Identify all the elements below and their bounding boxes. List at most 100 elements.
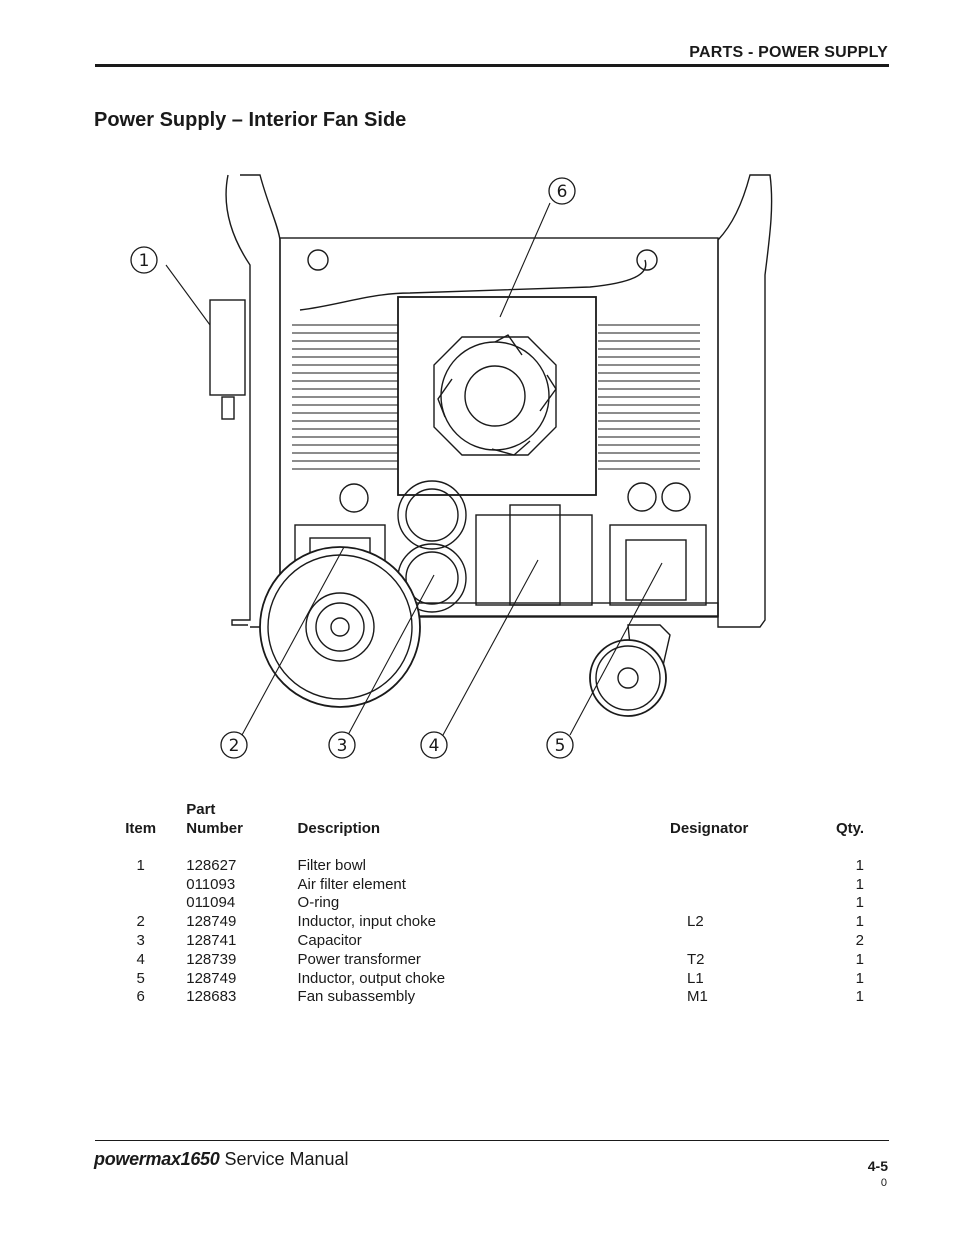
row-part-number: 128739 (186, 950, 237, 968)
power-transformer (475, 514, 593, 606)
output-choke (609, 524, 707, 606)
row-part-number: 128749 (186, 969, 237, 987)
callout-1-label: 1 (139, 251, 150, 271)
manual-name: Service Manual (224, 1149, 349, 1169)
row-item: 5 (136, 969, 145, 987)
row-part-number: 128749 (186, 913, 237, 931)
callout-3 (328, 731, 356, 759)
callout-2-label: 2 (229, 736, 240, 756)
row-description: Filter bowl (297, 856, 366, 874)
row-part-number: 011093 (186, 875, 236, 893)
row-description: Inductor, input choke (297, 913, 436, 931)
row-item: 4 (136, 950, 145, 968)
row-description: Power transformer (297, 950, 421, 968)
leader-1 (165, 264, 211, 326)
table-row: 011093 Air filter element 1 (95, 876, 889, 895)
callout-6-label: 6 (557, 182, 568, 202)
row-description: Inductor, output choke (297, 969, 446, 987)
filter-bowl (209, 299, 246, 396)
vent-3 (339, 483, 369, 513)
row-designator: L1 (687, 969, 704, 987)
callout-3-label: 3 (337, 736, 348, 756)
row-item (95, 894, 186, 913)
row-qty: 1 (855, 856, 864, 874)
callout-4-label: 4 (429, 736, 440, 756)
row-description: Fan subassembly (297, 988, 416, 1006)
row-qty: 1 (855, 950, 864, 968)
table-row: 1 128627 Filter bowl 1 (95, 857, 889, 876)
table-row: 5 128749 Inductor, output choke L1 1 (95, 970, 889, 989)
revision-number: 0 (880, 1177, 887, 1189)
vent-4 (627, 482, 657, 512)
vent-2 (636, 249, 658, 271)
leader-3 (347, 574, 435, 736)
page-header-title: PARTS - POWER SUPPLY (689, 44, 888, 61)
row-qty: 1 (855, 913, 864, 931)
row-item (95, 876, 186, 895)
leader-4 (442, 559, 539, 736)
leader-5 (569, 562, 663, 736)
leader-2 (241, 546, 345, 736)
fan-housing (397, 296, 597, 496)
page-number: 4-5 (867, 1158, 888, 1174)
row-description: Capacitor (297, 931, 362, 949)
table-row: 4 128739 Power transformer T2 1 (95, 951, 889, 970)
row-part-number: 128627 (186, 856, 237, 874)
row-qty: 2 (855, 931, 864, 949)
row-part-number: 011094 (186, 894, 236, 912)
row-qty: 1 (855, 969, 864, 987)
row-item: 2 (136, 913, 145, 931)
left-handle (225, 174, 251, 626)
product-brand: powermax1650 (94, 1149, 220, 1169)
footer-manual-title: powermax1650 Service Manual (94, 1149, 349, 1170)
leader-6 (499, 202, 551, 318)
row-qty: 1 (855, 875, 864, 893)
row-designator (670, 932, 836, 951)
section-title: Power Supply – Interior Fan Side (94, 109, 407, 131)
row-description: Air filter element (297, 875, 406, 893)
callout-5-label: 5 (555, 736, 566, 756)
chassis (279, 237, 719, 617)
header-description: Description (297, 820, 381, 837)
fan-frame (433, 336, 557, 456)
caster-wheel (589, 639, 667, 717)
header-rule (95, 64, 889, 67)
row-designator (670, 857, 836, 876)
row-part-number: 128741 (186, 931, 237, 949)
row-description: O-ring (297, 894, 340, 912)
footer-rule (95, 1140, 889, 1141)
row-designator: M1 (687, 988, 708, 1006)
row-qty: 1 (855, 894, 864, 912)
row-designator: L2 (687, 913, 704, 931)
power-supply-diagram: 1 2 3 4 5 6 (130, 174, 773, 759)
header-qty: Qty. (835, 820, 864, 837)
header-item: Item (125, 820, 157, 837)
heatsink-left (292, 324, 400, 470)
header-designator: Designator (670, 820, 749, 837)
large-wheel (259, 546, 421, 708)
heatsink-right (598, 324, 700, 470)
table-row: 011094 O-ring 1 (95, 894, 889, 913)
row-designator (670, 894, 836, 913)
callout-5 (546, 731, 574, 759)
parts-table-body: 1 128627 Filter bowl 1 011093 Air filter elem… (95, 838, 889, 1007)
table-row: 3 128741 Capacitor 2 (95, 932, 889, 951)
fan-hub (464, 365, 526, 427)
callout-6 (548, 177, 576, 205)
vent-1 (307, 249, 329, 271)
right-handle (717, 174, 773, 628)
row-item: 3 (136, 931, 145, 949)
row-designator (670, 876, 836, 895)
air-hose (299, 259, 647, 311)
table-row: 2 128749 Inductor, input choke L2 1 (95, 913, 889, 932)
callout-2 (220, 731, 248, 759)
row-designator: T2 (687, 950, 705, 968)
row-item: 1 (136, 856, 145, 874)
callout-1 (130, 246, 158, 274)
row-part-number: 128683 (186, 988, 237, 1006)
capacitor-1 (397, 480, 467, 550)
